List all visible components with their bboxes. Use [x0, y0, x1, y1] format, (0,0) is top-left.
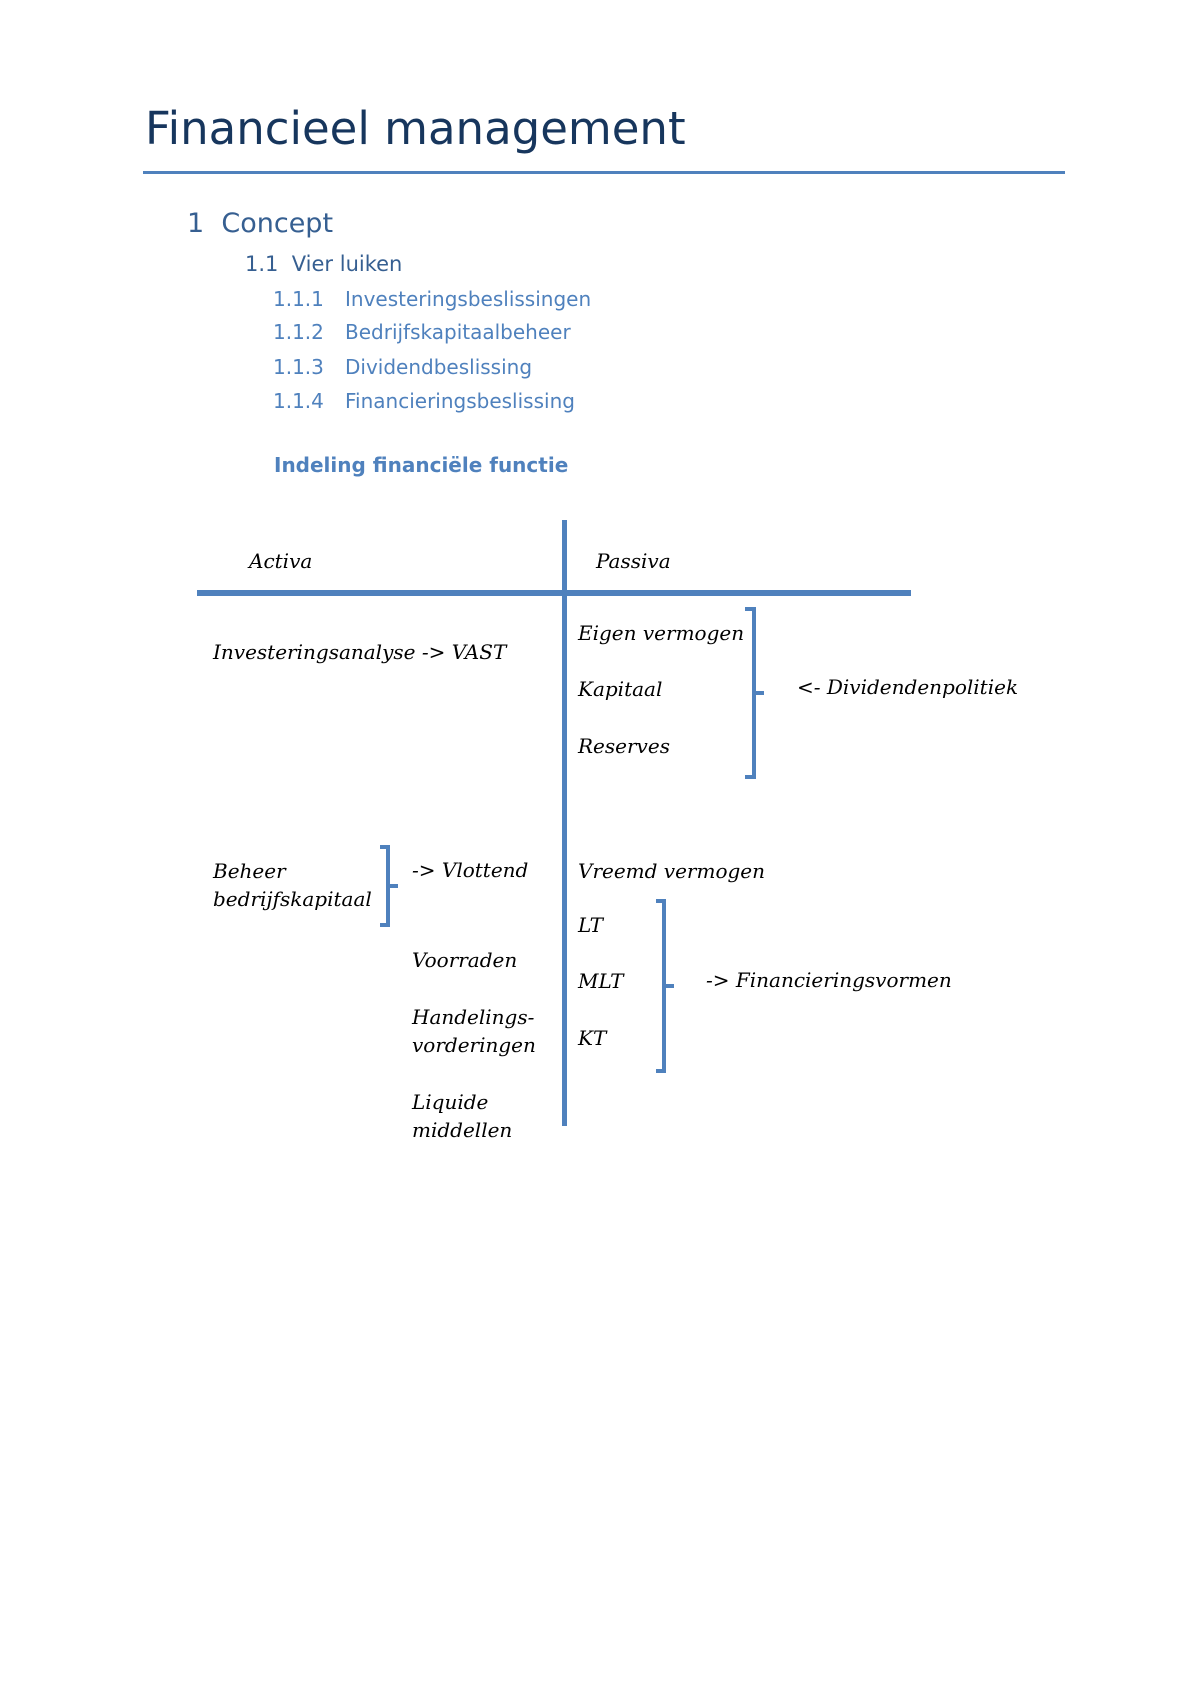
vlottend-label: -> Vlottend — [412, 858, 529, 882]
heading-3-number: 1.1.2 — [273, 320, 324, 344]
eigen-vermogen-bracket-icon — [745, 607, 764, 779]
voorraden-label: Voorraden — [412, 948, 518, 972]
heading-3-text: Bedrijfskapitaalbeheer — [345, 320, 571, 344]
heading-3-number: 1.1.4 — [273, 389, 324, 413]
heading-1-concept: 1 Concept — [187, 208, 333, 239]
heading-3-text: Dividendbeslissing — [345, 355, 533, 379]
dividendenpolitiek-label: <- Dividendenpolitiek — [797, 675, 1019, 699]
title-underline — [143, 171, 1065, 174]
reserves-label: Reserves — [578, 734, 670, 758]
heading-3-number: 1.1.1 — [273, 287, 324, 311]
lt-label: LT — [578, 913, 603, 937]
heading-4-indeling-financiele-functie: Indeling financiële functie — [274, 453, 569, 477]
heading-3-text: Financieringsbeslissing — [345, 389, 575, 413]
handelings-label-line2: vorderingen — [412, 1033, 536, 1057]
t-account-vertical-line — [562, 520, 567, 1126]
beheer-label-line1: Beheer — [213, 859, 286, 883]
kapitaal-label: Kapitaal — [578, 677, 663, 701]
investeringsanalyse-label: Investeringsanalyse -> VAST — [213, 640, 507, 664]
liquide-label-line1: Liquide — [412, 1090, 489, 1114]
activa-header: Activa — [249, 549, 313, 573]
document-title: Financieel management — [145, 102, 686, 155]
kt-label: KT — [578, 1026, 607, 1050]
passiva-header: Passiva — [596, 549, 671, 573]
heading-3-number: 1.1.3 — [273, 355, 324, 379]
mlt-label: MLT — [578, 969, 624, 993]
beheer-bracket-icon — [380, 845, 398, 927]
heading-2-text: Vier luiken — [291, 252, 403, 276]
heading-3-investeringsbeslissingen: 1.1.1 Investeringsbeslissingen — [273, 287, 591, 311]
liquide-label-line2: middellen — [412, 1118, 513, 1142]
heading-3-text: Investeringsbeslissingen — [345, 287, 592, 311]
vreemd-vermogen-bracket-icon — [656, 899, 674, 1073]
heading-1-text: Concept — [221, 208, 334, 239]
eigen-vermogen-label: Eigen vermogen — [578, 621, 745, 645]
heading-2-number: 1.1 — [245, 252, 279, 276]
t-account-horizontal-line — [197, 590, 911, 596]
heading-1-number: 1 — [187, 208, 205, 239]
vreemd-vermogen-label: Vreemd vermogen — [578, 859, 766, 883]
handelings-label-line1: Handelings- — [412, 1005, 535, 1029]
heading-2-vier-luiken: 1.1 Vier luiken — [245, 252, 402, 276]
heading-3-dividendbeslissing: 1.1.3 Dividendbeslissing — [273, 355, 532, 379]
heading-3-bedrijfskapitaalbeheer: 1.1.2 Bedrijfskapitaalbeheer — [273, 320, 571, 344]
beheer-label-line2: bedrijfskapitaal — [213, 887, 372, 911]
financieringsvormen-label: -> Financieringsvormen — [706, 968, 952, 992]
heading-3-financieringsbeslissing: 1.1.4 Financieringsbeslissing — [273, 389, 575, 413]
